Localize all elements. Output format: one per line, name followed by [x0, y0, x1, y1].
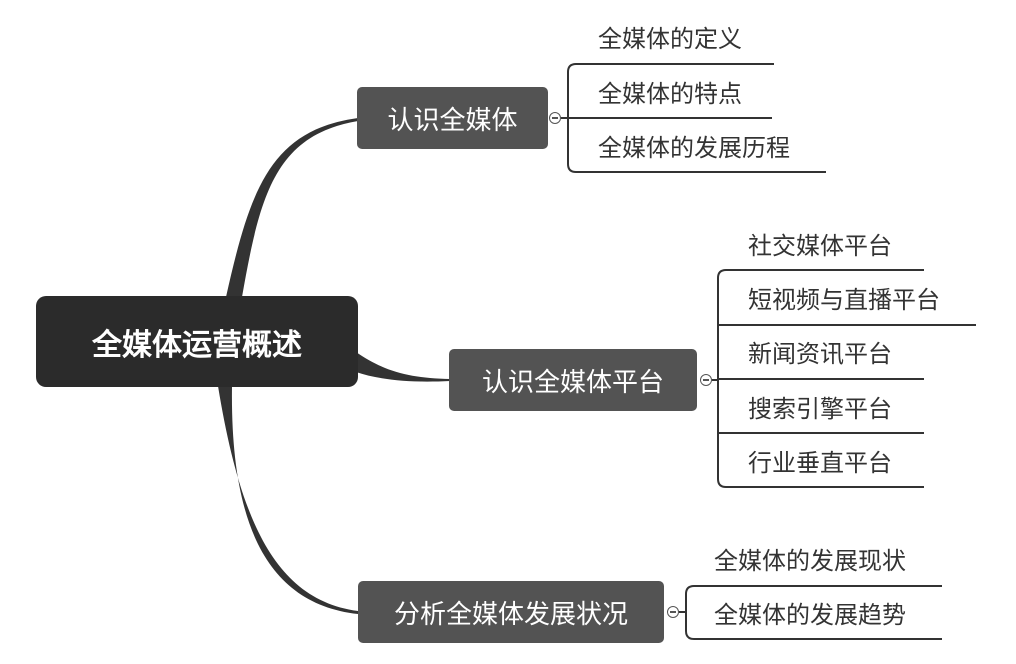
branch-topic-3[interactable]: 分析全媒体发展状况	[358, 581, 664, 643]
root-to-branch-1-connector	[226, 118, 358, 297]
branch-2-leaf-lines	[712, 269, 976, 488]
leaf-topic[interactable]: 新闻资讯平台	[748, 340, 892, 368]
root-to-branch-3-connector	[218, 386, 358, 614]
branch-topic-2[interactable]: 认识全媒体平台	[449, 349, 697, 411]
leaf-topic[interactable]: 短视频与直播平台	[748, 286, 940, 314]
leaf-topic[interactable]: 全媒体的发展趋势	[714, 601, 906, 629]
collapse-toggle-branch-1[interactable]	[549, 112, 561, 124]
root-topic-label: 全媒体运营概述	[92, 327, 302, 363]
leaf-topic[interactable]: 全媒体的定义	[598, 25, 742, 53]
branch-1-leaf-lines	[561, 63, 826, 173]
collapse-toggle-branch-3[interactable]	[667, 606, 679, 618]
root-to-branch-2-connector	[356, 352, 450, 382]
leaf-topic[interactable]: 社交媒体平台	[748, 232, 892, 260]
leaf-topic[interactable]: 行业垂直平台	[748, 449, 892, 477]
leaf-topic[interactable]: 搜索引擎平台	[748, 395, 892, 423]
leaf-topic[interactable]: 全媒体的发展现状	[714, 547, 906, 575]
branch-topic-2-label: 认识全媒体平台	[481, 367, 664, 398]
root-topic[interactable]: 全媒体运营概述	[36, 296, 358, 387]
collapse-toggle-branch-2[interactable]	[700, 374, 712, 386]
branch-topic-3-label: 分析全媒体发展状况	[393, 599, 628, 630]
branch-topic-1-label: 认识全媒体	[387, 105, 518, 136]
leaf-topic[interactable]: 全媒体的发展历程	[598, 134, 790, 162]
branch-topic-1[interactable]: 认识全媒体	[357, 87, 548, 149]
leaf-topic[interactable]: 全媒体的特点	[598, 80, 742, 108]
branch-3-leaf-lines	[679, 585, 942, 640]
